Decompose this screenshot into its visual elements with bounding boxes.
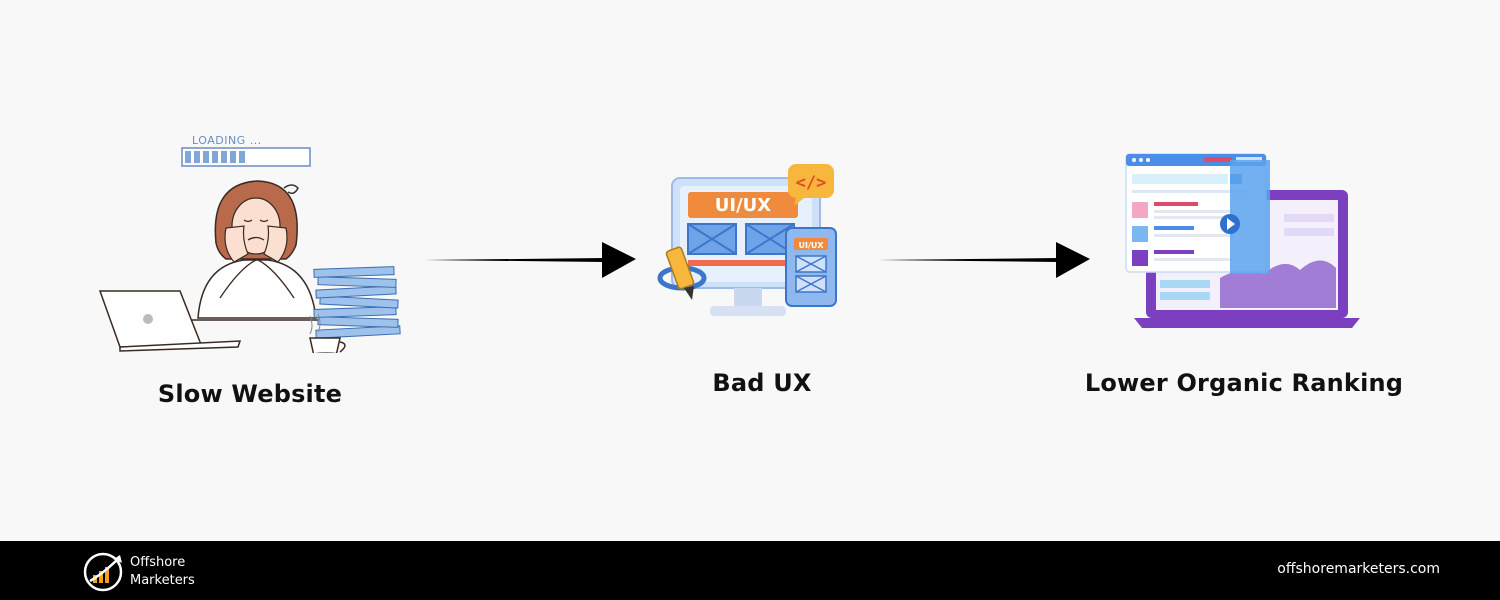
search-results-laptop-icon xyxy=(1125,153,1360,328)
footer-bar: Offshore Marketers offshoremarketers.com xyxy=(0,541,1500,600)
ui-ux-tag-small: UI/UX xyxy=(798,241,824,250)
offshore-marketers-logo-icon xyxy=(83,552,123,592)
diagram-canvas: LOADING ... xyxy=(98,134,1404,408)
ui-ux-tag: UI/UX xyxy=(715,195,772,216)
code-badge: </> xyxy=(796,173,827,193)
step-label-slow-website: Slow Website xyxy=(157,380,343,408)
frustrated-woman-laptop-icon: LOADING ... xyxy=(98,134,401,353)
brand-logo[interactable]: Offshore Marketers xyxy=(82,551,195,593)
step-label-lower-organic-ranking: Lower Organic Ranking xyxy=(1084,369,1404,397)
flow-arrow-2 xyxy=(878,242,1090,278)
ui-ux-design-icon: UI/UX </> UI/UX xyxy=(657,164,837,316)
brand-name-line1: Offshore xyxy=(130,555,186,570)
step-label-bad-ux: Bad UX xyxy=(712,369,812,397)
brand-name-line2: Marketers xyxy=(130,573,195,588)
loading-bar xyxy=(181,147,311,167)
website-link[interactable]: offshoremarketers.com xyxy=(1277,561,1440,577)
loading-text: LOADING ... xyxy=(192,134,262,147)
flow-arrow-1 xyxy=(424,242,636,278)
